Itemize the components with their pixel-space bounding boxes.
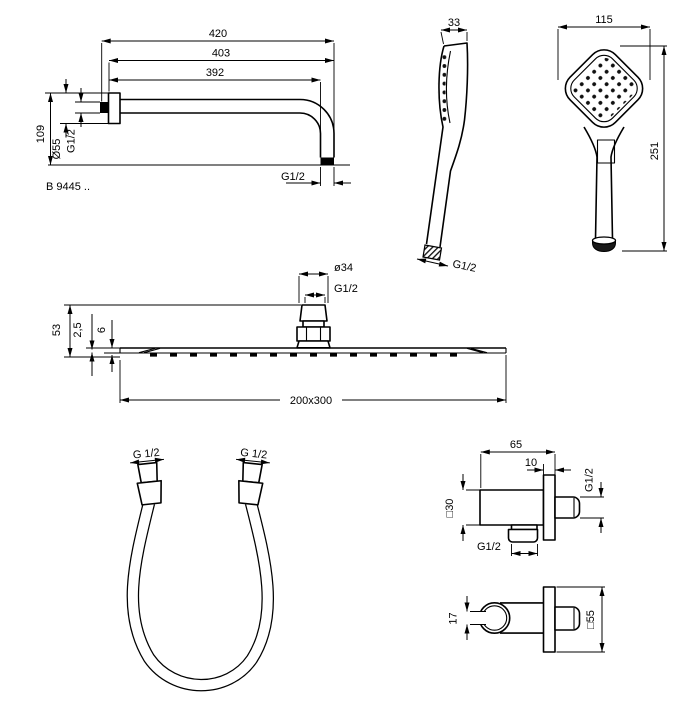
hose-connector-left: G 1/2 <box>130 447 164 506</box>
bracket-stub <box>554 606 581 631</box>
hand-shower-side-drawing: 33 G1/2 <box>416 17 477 275</box>
arm-wall-flange <box>107 92 121 125</box>
dim-label-17: 17 <box>448 612 460 624</box>
hand-shower-thread <box>422 244 443 261</box>
elbow-wall-plate <box>542 474 556 541</box>
dim-label-420: 420 <box>209 28 227 40</box>
bracket-wall-plate <box>542 586 556 653</box>
elbow-bottom-nut <box>507 528 539 543</box>
dim-label-sq30: □30 <box>444 499 456 518</box>
elbow-outlet-stub <box>554 496 581 519</box>
dim-label-53: 53 <box>51 324 63 336</box>
shower-arm-drawing: 420 403 392 109 Ø55 G1/2 G1/2 B 9445 .. <box>35 28 351 193</box>
dim-label-6: 6 <box>96 327 108 333</box>
dim-label-g12-head: G1/2 <box>334 283 358 295</box>
bracket-drawing: 17 □55 <box>448 586 605 653</box>
dim-label-251: 251 <box>649 142 661 160</box>
head-connector-thread <box>299 304 328 322</box>
dim-label-dia55: Ø55 <box>51 139 63 160</box>
elbow-body <box>479 489 545 526</box>
mode-button <box>596 139 616 164</box>
dim-label-g12-hose-right: G 1/2 <box>240 447 268 462</box>
hose-drawing: G 1/2 G 1/2 <box>126 447 274 692</box>
model-number: B 9445 .. <box>46 181 90 193</box>
dim-label-392: 392 <box>206 67 224 79</box>
dim-label-g12-elbow-out: G1/2 <box>584 468 596 492</box>
hand-shower-front-drawing: 115 251 <box>557 14 667 253</box>
arm-wall-thread <box>100 102 109 113</box>
hand-shower-side-body <box>439 42 469 248</box>
dim-label-g12-hose-left: G 1/2 <box>132 447 160 462</box>
dim-label-65: 65 <box>510 439 522 451</box>
spray-nozzle-field <box>573 57 635 120</box>
dim-label-403: 403 <box>212 48 230 60</box>
dim-label-115: 115 <box>595 14 613 26</box>
rain-head-drawing: ø34 G1/2 53 2,5 6 200x300 <box>51 262 507 407</box>
dim-label-dia34: ø34 <box>334 262 353 274</box>
dim-label-2-5: 2,5 <box>72 322 84 337</box>
dim-label-g12-hand: G1/2 <box>451 258 477 275</box>
dim-label-10: 10 <box>525 457 537 469</box>
dim-label-g12-wall: G1/2 <box>66 129 78 153</box>
wall-elbow-drawing: 65 10 □30 G1/2 G1/2 <box>444 439 604 556</box>
hand-shower-handle <box>583 126 598 240</box>
dim-label-109: 109 <box>35 125 47 143</box>
dim-label-33: 33 <box>448 17 460 29</box>
dim-label-g12-elbow-bottom: G1/2 <box>477 541 501 553</box>
arm-outlet-thread <box>320 157 334 165</box>
dim-label-sq55: □55 <box>585 610 597 629</box>
dim-label-g12-outlet: G1/2 <box>281 171 305 183</box>
dim-label-200x300: 200x300 <box>290 395 332 407</box>
arm-tube <box>120 98 335 158</box>
spray-face-texture <box>437 52 450 125</box>
hose-connector-right: G 1/2 <box>236 447 270 506</box>
head-connector-nut <box>296 326 331 342</box>
